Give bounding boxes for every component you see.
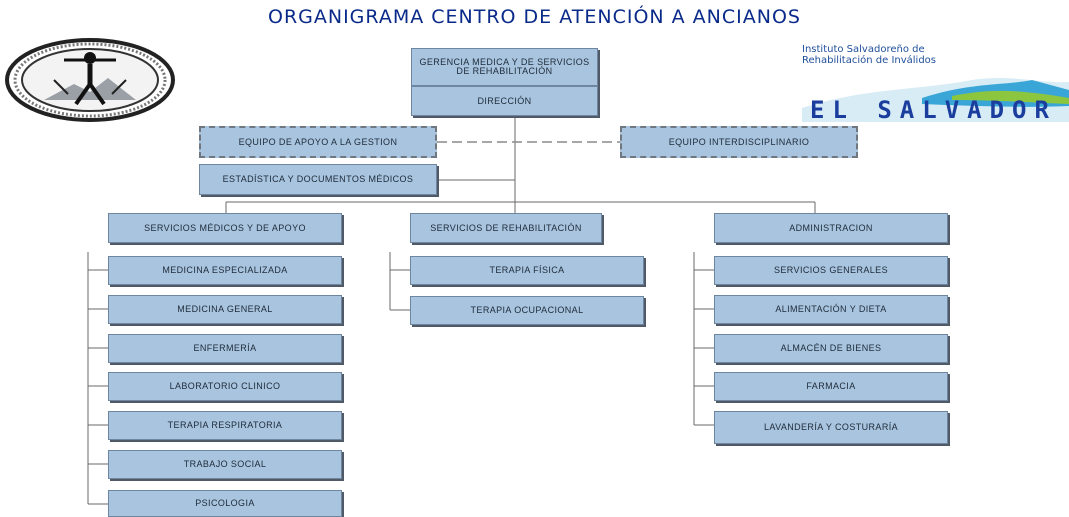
node-enfermeria: ENFERMERÍA — [108, 334, 342, 363]
node-farmacia: FARMACIA — [714, 372, 948, 401]
node-laboratorio-clinico: LABORATORIO CLINICO — [108, 372, 342, 401]
page-title: ORGANIGRAMA CENTRO DE ATENCIÓN A ANCIANO… — [267, 6, 801, 28]
node-medicina-especializada: MEDICINA ESPECIALIZADA — [108, 256, 342, 285]
node-servicios-medicos: SERVICIOS MÉDICOS Y DE APOYO — [108, 213, 342, 243]
node-medicina-general: MEDICINA GENERAL — [108, 295, 342, 324]
node-almacen-bienes: ALMACÉN DE BIENES — [714, 334, 948, 363]
institute-name: Instituto Salvadoreño de Rehabilitación … — [802, 44, 937, 66]
node-equipo-apoyo: EQUIPO DE APOYO A LA GESTION — [199, 126, 437, 158]
isri-logo: Instituto Salvadoreño de Rehabilitación … — [802, 44, 1069, 124]
node-servicios-generales: SERVICIOS GENERALES — [714, 256, 948, 285]
node-estadistica: ESTADÍSTICA Y DOCUMENTOS MÉDICOS — [199, 164, 437, 195]
node-terapia-respiratoria: TERAPIA RESPIRATORIA — [108, 411, 342, 440]
node-terapia-ocupacional: TERAPIA OCUPACIONAL — [410, 296, 644, 325]
node-trabajo-social: TRABAJO SOCIAL — [108, 450, 342, 479]
node-psicologia: PSICOLOGIA — [108, 490, 342, 517]
country-name: EL SALVADOR — [810, 96, 1057, 124]
node-terapia-fisica: TERAPIA FÍSICA — [410, 256, 644, 285]
node-gerencia: GERENCIA MEDICA Y DE SERVICIOS DE REHABI… — [411, 48, 598, 86]
seal-logo — [5, 38, 175, 122]
node-direccion: DIRECCIÓN — [411, 86, 598, 116]
node-lavanderia-costuraria: LAVANDERÍA Y COSTURARÍA — [714, 411, 948, 444]
node-servicios-rehabilitacion: SERVICIOS DE REHABILITACIÓN — [410, 213, 602, 243]
el-salvador-band — [802, 78, 1069, 122]
node-equipo-interdisciplinario: EQUIPO INTERDISCIPLINARIO — [620, 126, 858, 158]
node-alimentacion-dieta: ALIMENTACIÓN Y DIETA — [714, 295, 948, 324]
node-administracion: ADMINISTRACION — [714, 213, 948, 243]
